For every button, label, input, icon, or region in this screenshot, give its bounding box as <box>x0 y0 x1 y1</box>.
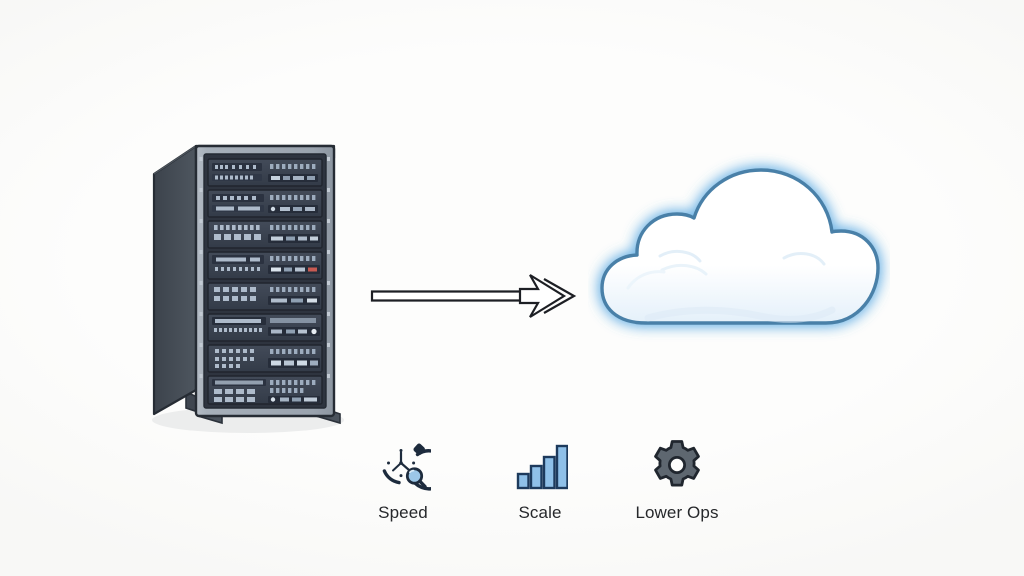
benefit-speed-label: Speed <box>378 503 428 522</box>
bar-1 <box>516 472 530 490</box>
cloud-icon <box>600 168 880 325</box>
cloud-base-shading <box>644 306 836 323</box>
benefit-speed[interactable]: Speed <box>340 436 466 521</box>
benefit-scale-icon-wrap <box>512 436 568 494</box>
benefits-row: Speed Scale Lower Ops <box>340 436 740 536</box>
rack-side-panel <box>152 144 198 416</box>
rack-units <box>207 158 323 405</box>
cloud-shape <box>600 168 880 325</box>
arrow-right-icon <box>370 274 577 318</box>
gear-icon <box>654 440 700 487</box>
bar-chart-icon <box>516 444 568 490</box>
benefit-scale-label: Scale <box>518 503 562 522</box>
benefit-lower-ops-icon-wrap <box>649 436 705 494</box>
rack-rail-screws <box>199 157 330 378</box>
bar-2 <box>529 464 543 490</box>
server-rack-icon <box>152 144 344 433</box>
benefit-speed-icon-wrap <box>375 436 431 494</box>
bar-4 <box>555 444 568 490</box>
stopwatch-magnifier-icon <box>382 443 431 491</box>
bar-3 <box>542 455 556 490</box>
benefit-scale[interactable]: Scale <box>477 436 603 521</box>
benefit-lower-ops-label: Lower Ops <box>635 503 719 522</box>
cloud-highlights <box>626 249 826 290</box>
benefit-lower-ops[interactable]: Lower Ops <box>614 436 740 521</box>
